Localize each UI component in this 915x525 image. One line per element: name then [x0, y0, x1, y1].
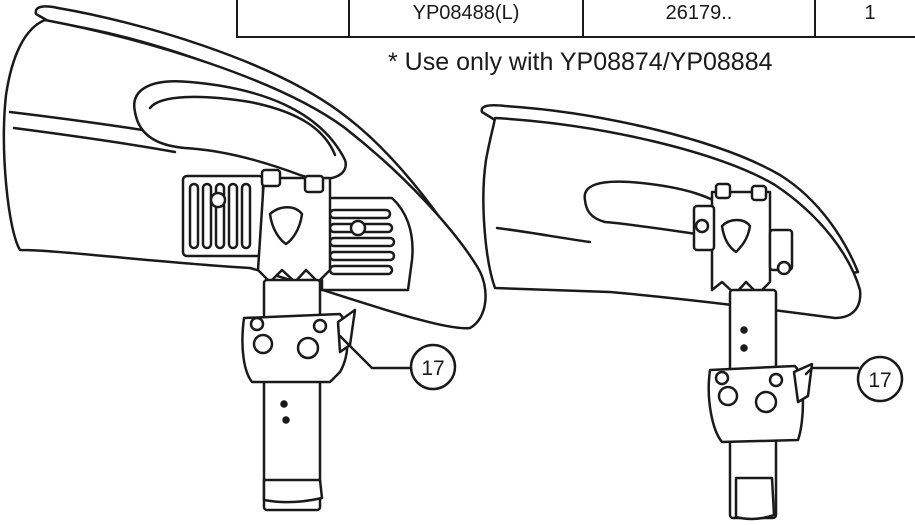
left-vent-slots: [188, 182, 252, 250]
left-post-foot: [262, 478, 324, 504]
right-post-hole-1: [740, 326, 748, 334]
table-row: YP08488(L) 26179.. 1: [236, 0, 915, 38]
right-post-hole-2: [740, 344, 748, 352]
right-mount-shield: [720, 218, 752, 254]
left-handle-cutout: [133, 80, 347, 181]
right-clamp-screw-2: [768, 372, 784, 388]
right-mount-tab-2: [750, 184, 768, 202]
callout-17-right: [804, 355, 904, 403]
right-vent-screw: [349, 219, 367, 237]
right-side-screw: [694, 218, 710, 234]
callout-leader-left: [338, 334, 412, 370]
right-vent-plate: [320, 196, 414, 292]
right-rear-screw: [776, 260, 792, 276]
right-clamp-knob-2: [754, 390, 778, 414]
left-post-hole-1: [280, 400, 288, 408]
callout-leader-right: [804, 366, 860, 376]
left-headrest: [2, 5, 487, 512]
left-clamp-screw-2: [312, 318, 328, 334]
right-clamp-screw-1: [714, 370, 730, 386]
callout-17-left: [338, 334, 457, 391]
table-cell-part-number: YP08488(L): [348, 0, 584, 38]
callout-circle-right: [856, 355, 904, 403]
parts-table: YP08488(L) 26179.. 1: [236, 0, 915, 38]
table-cell-blank: [236, 0, 350, 38]
left-mount-tab-2: [303, 174, 325, 194]
right-clamp-knob-1: [717, 385, 739, 407]
left-mount-shield: [268, 206, 304, 246]
left-handle-inner: [148, 95, 337, 157]
usage-note: * Use only with YP08874/YP08884: [388, 48, 773, 76]
callout-number-right: 17: [868, 369, 891, 392]
left-shell-line-2: [12, 126, 177, 154]
callout-number-left: 17: [421, 357, 444, 380]
left-vent-screw: [209, 191, 227, 209]
left-clamp-knob-2: [296, 336, 320, 360]
left-clamp-knob-1: [252, 333, 274, 355]
right-post-foot: [734, 476, 776, 521]
right-headrest: [480, 104, 862, 521]
table-cell-quantity: 1: [814, 0, 915, 38]
table-cell-code: 26179..: [582, 0, 816, 38]
right-mount-tab-1: [714, 182, 732, 200]
left-post-hole-2: [282, 416, 290, 424]
callout-circle-left: [409, 343, 457, 391]
right-shell-line: [495, 226, 592, 244]
left-mount-tab-1: [260, 168, 282, 188]
left-clamp-screw-1: [249, 316, 265, 332]
